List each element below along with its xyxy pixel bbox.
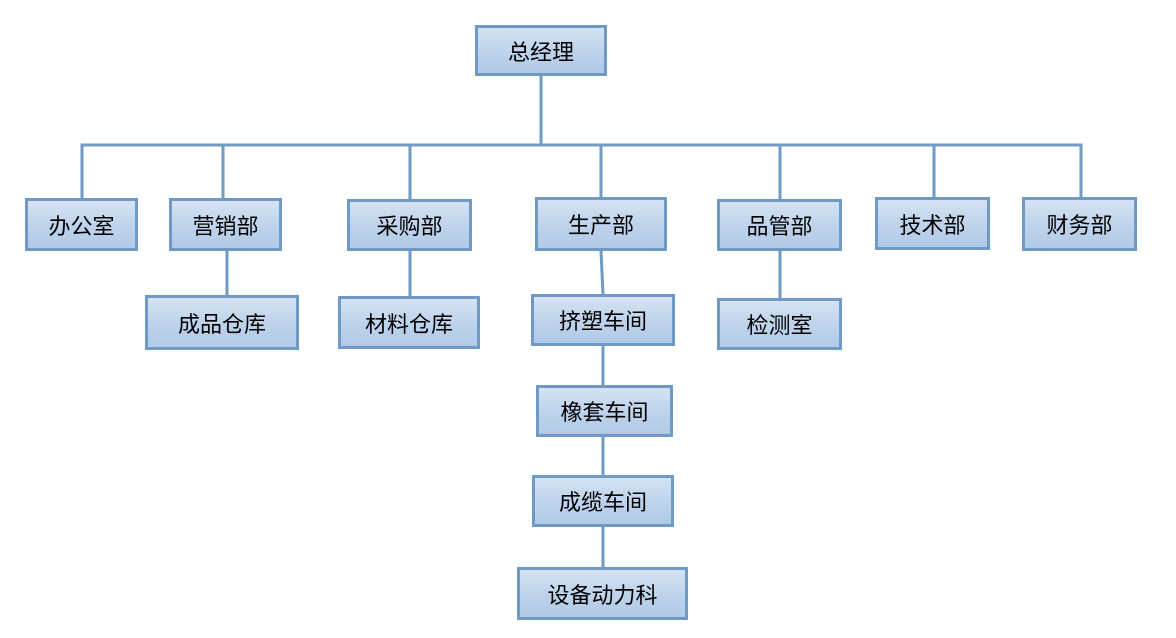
department-purchasing: 采购部 xyxy=(347,199,472,251)
unit-materials-warehouse: 材料仓库 xyxy=(338,296,480,349)
unit-rubber-sleeve-workshop: 橡套车间 xyxy=(536,385,673,437)
department-office: 办公室 xyxy=(25,198,138,251)
department-sales: 营销部 xyxy=(169,198,282,251)
unit-finished-goods-warehouse: 成品仓库 xyxy=(145,295,299,350)
unit-testing-room: 检测室 xyxy=(717,298,842,350)
department-finance: 财务部 xyxy=(1022,197,1137,251)
department-quality: 品管部 xyxy=(717,199,842,251)
department-technology: 技术部 xyxy=(875,197,990,250)
connector-production-to-extrusion xyxy=(599,249,605,296)
unit-extrusion-workshop: 挤塑车间 xyxy=(531,294,675,346)
unit-equipment-power-section: 设备动力科 xyxy=(517,567,688,620)
unit-cabling-workshop: 成缆车间 xyxy=(532,475,674,527)
department-production: 生产部 xyxy=(535,197,667,251)
ceo-box: 总经理 xyxy=(475,25,607,76)
